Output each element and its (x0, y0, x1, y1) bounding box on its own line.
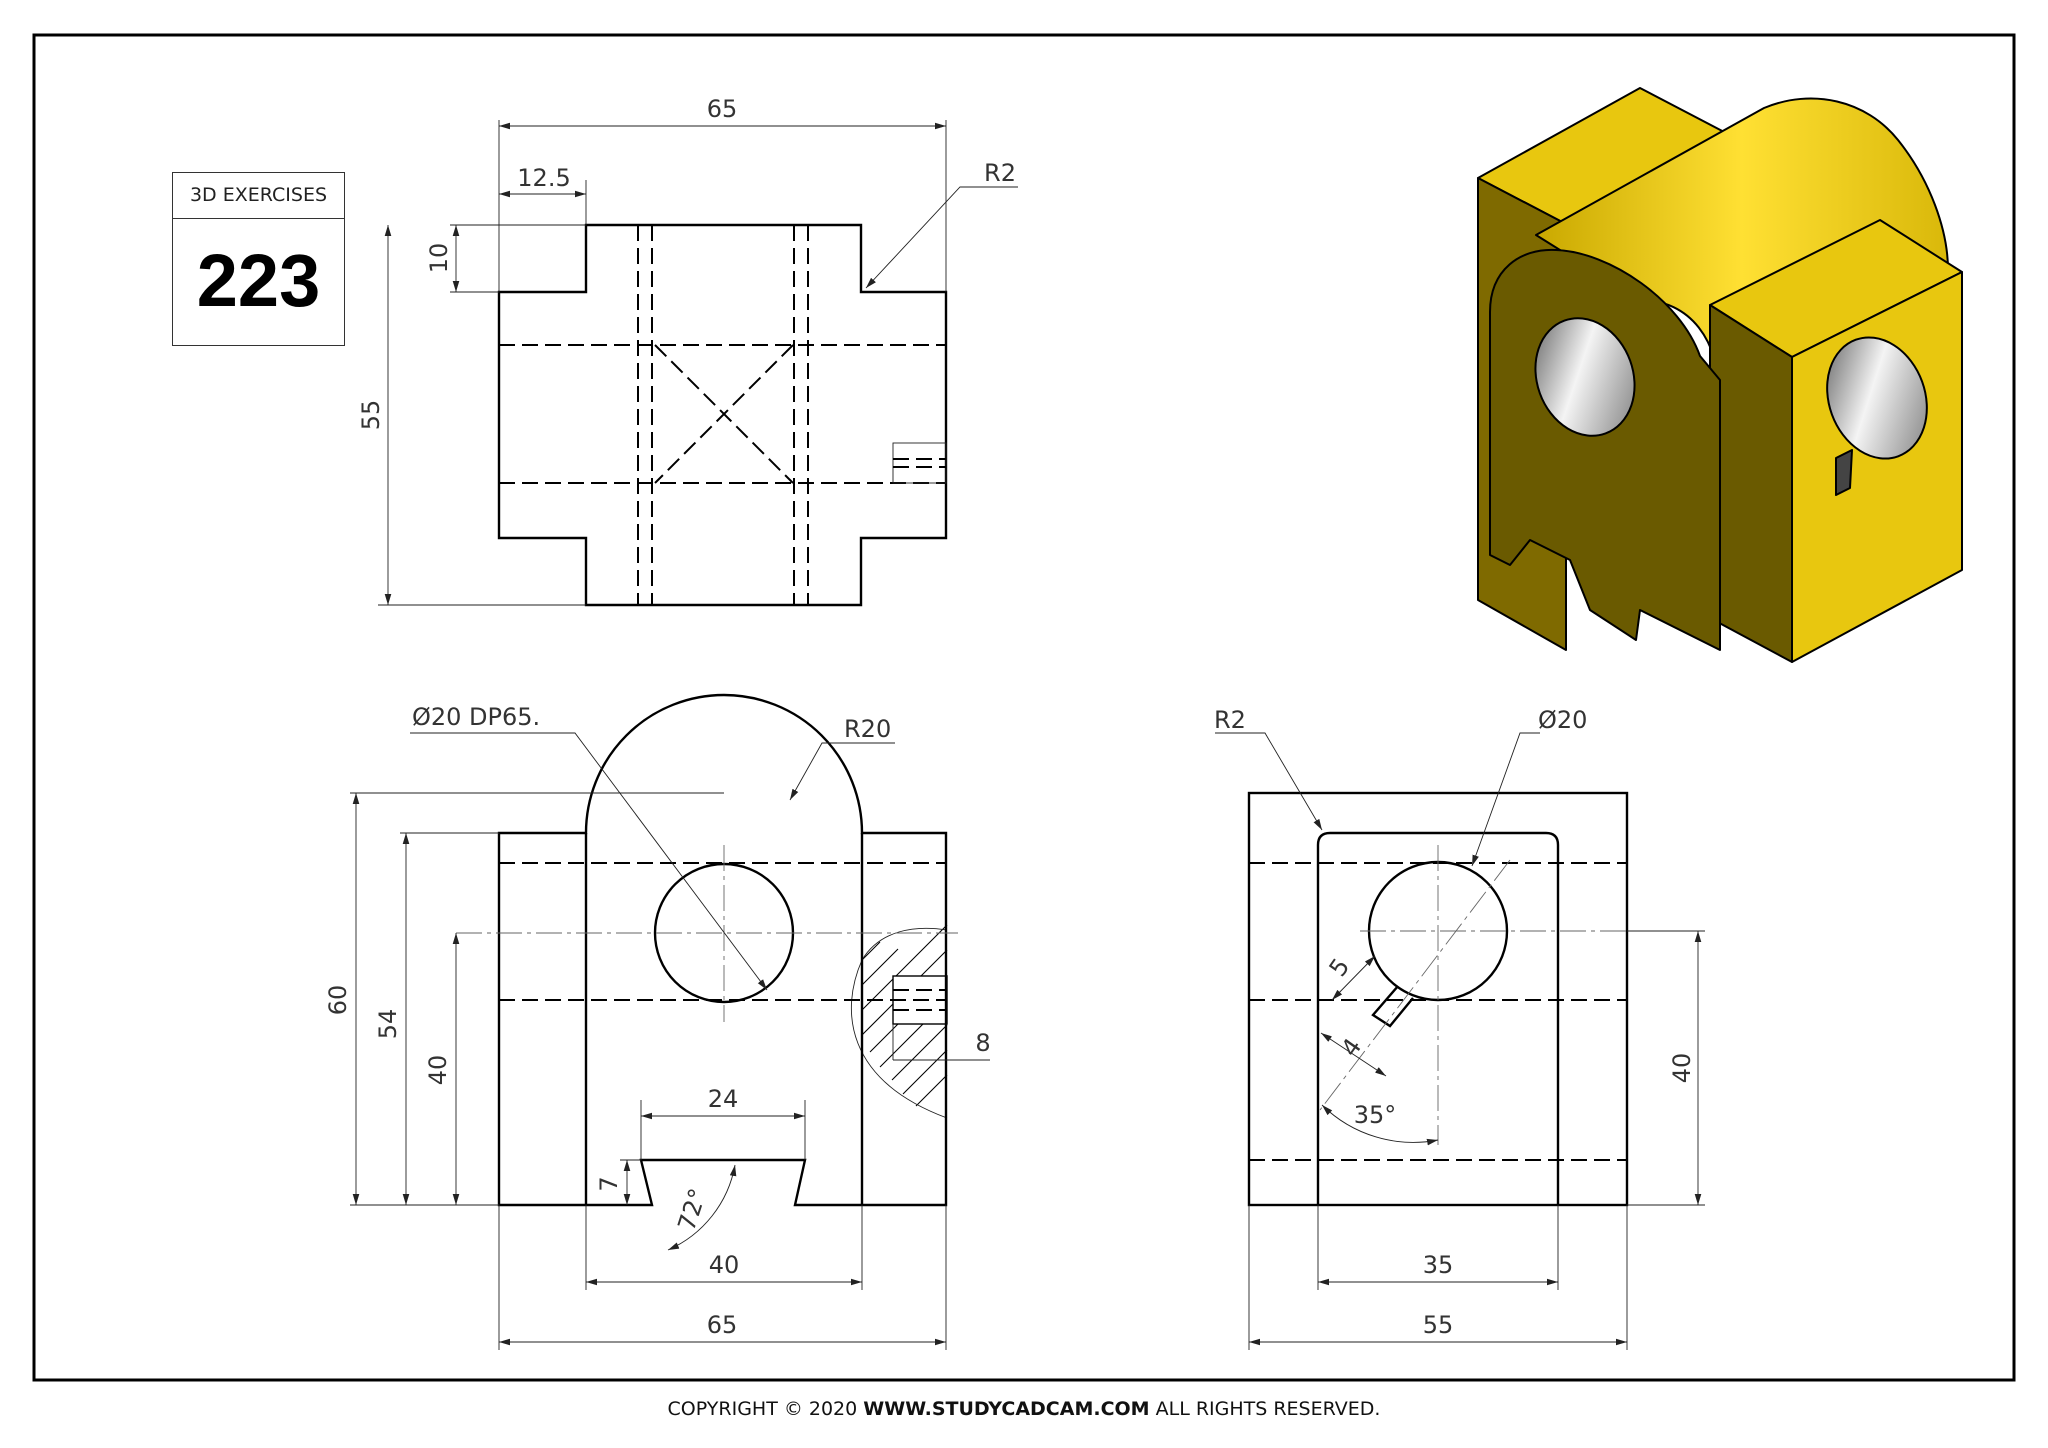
front-view: Ø20 DP65. R20 60 54 40 24 7 72° 40 65 8 (324, 693, 991, 1350)
exercise-caption: 3D EXERCISES (173, 173, 344, 219)
isometric-model (1477, 87, 1963, 663)
top-dim-overall-width: 65 (707, 95, 738, 123)
sheet-border (32, 33, 2016, 1382)
front-dim-overall-width: 65 (707, 1311, 738, 1339)
side-dim-pin-length: 4 (1336, 1033, 1368, 1062)
front-dim-pin: 8 (975, 1029, 990, 1057)
model-right-block-left (1709, 304, 1793, 663)
side-dim-pin-width: 5 (1324, 953, 1356, 982)
front-dim-slot-top: 24 (708, 1085, 739, 1113)
side-dim-hole: Ø20 (1538, 706, 1587, 734)
top-view: 65 12.5 R2 10 55 (357, 95, 1018, 607)
model-pin (1835, 449, 1853, 496)
side-dim-hole-center: 40 (1668, 1053, 1696, 1084)
front-dim-arc-radius: R20 (844, 715, 891, 743)
side-dim-angle: 35° (1354, 1101, 1397, 1129)
side-dim-inner-width: 35 (1423, 1251, 1454, 1279)
exercise-badge: 3D EXERCISES 223 (172, 172, 345, 346)
side-dim-radius: R2 (1214, 706, 1246, 734)
footer-suffix: ALL RIGHTS RESERVED. (1155, 1398, 1381, 1420)
front-dim-slot-depth: 7 (595, 1176, 623, 1191)
footer-prefix: COPYRIGHT © 2020 (667, 1398, 858, 1420)
front-dim-height-block: 54 (374, 1009, 402, 1040)
front-dim-slot-span: 40 (709, 1251, 740, 1279)
top-dim-overall-depth: 55 (357, 400, 385, 431)
top-dim-radius: R2 (984, 159, 1016, 187)
front-dim-height-total: 60 (324, 985, 352, 1016)
top-dim-offset: 12.5 (517, 164, 570, 192)
model-left-bore (1534, 317, 1636, 437)
front-dim-hole: Ø20 DP65. (412, 703, 540, 731)
front-dim-slot-angle: 72° (673, 1185, 713, 1234)
footer: COPYRIGHT © 2020 WWW.STUDYCADCAM.COM ALL… (0, 1398, 2048, 1420)
side-dim-overall-width: 55 (1423, 1311, 1454, 1339)
front-dim-hole-center: 40 (424, 1055, 452, 1086)
model-right-bore (1826, 336, 1928, 460)
side-view: R2 Ø20 5 4 35° 40 35 55 (1214, 706, 1705, 1350)
footer-site-link[interactable]: WWW.STUDYCADCAM.COM (863, 1398, 1150, 1420)
exercise-number: 223 (196, 239, 321, 322)
top-dim-step: 10 (425, 243, 453, 274)
